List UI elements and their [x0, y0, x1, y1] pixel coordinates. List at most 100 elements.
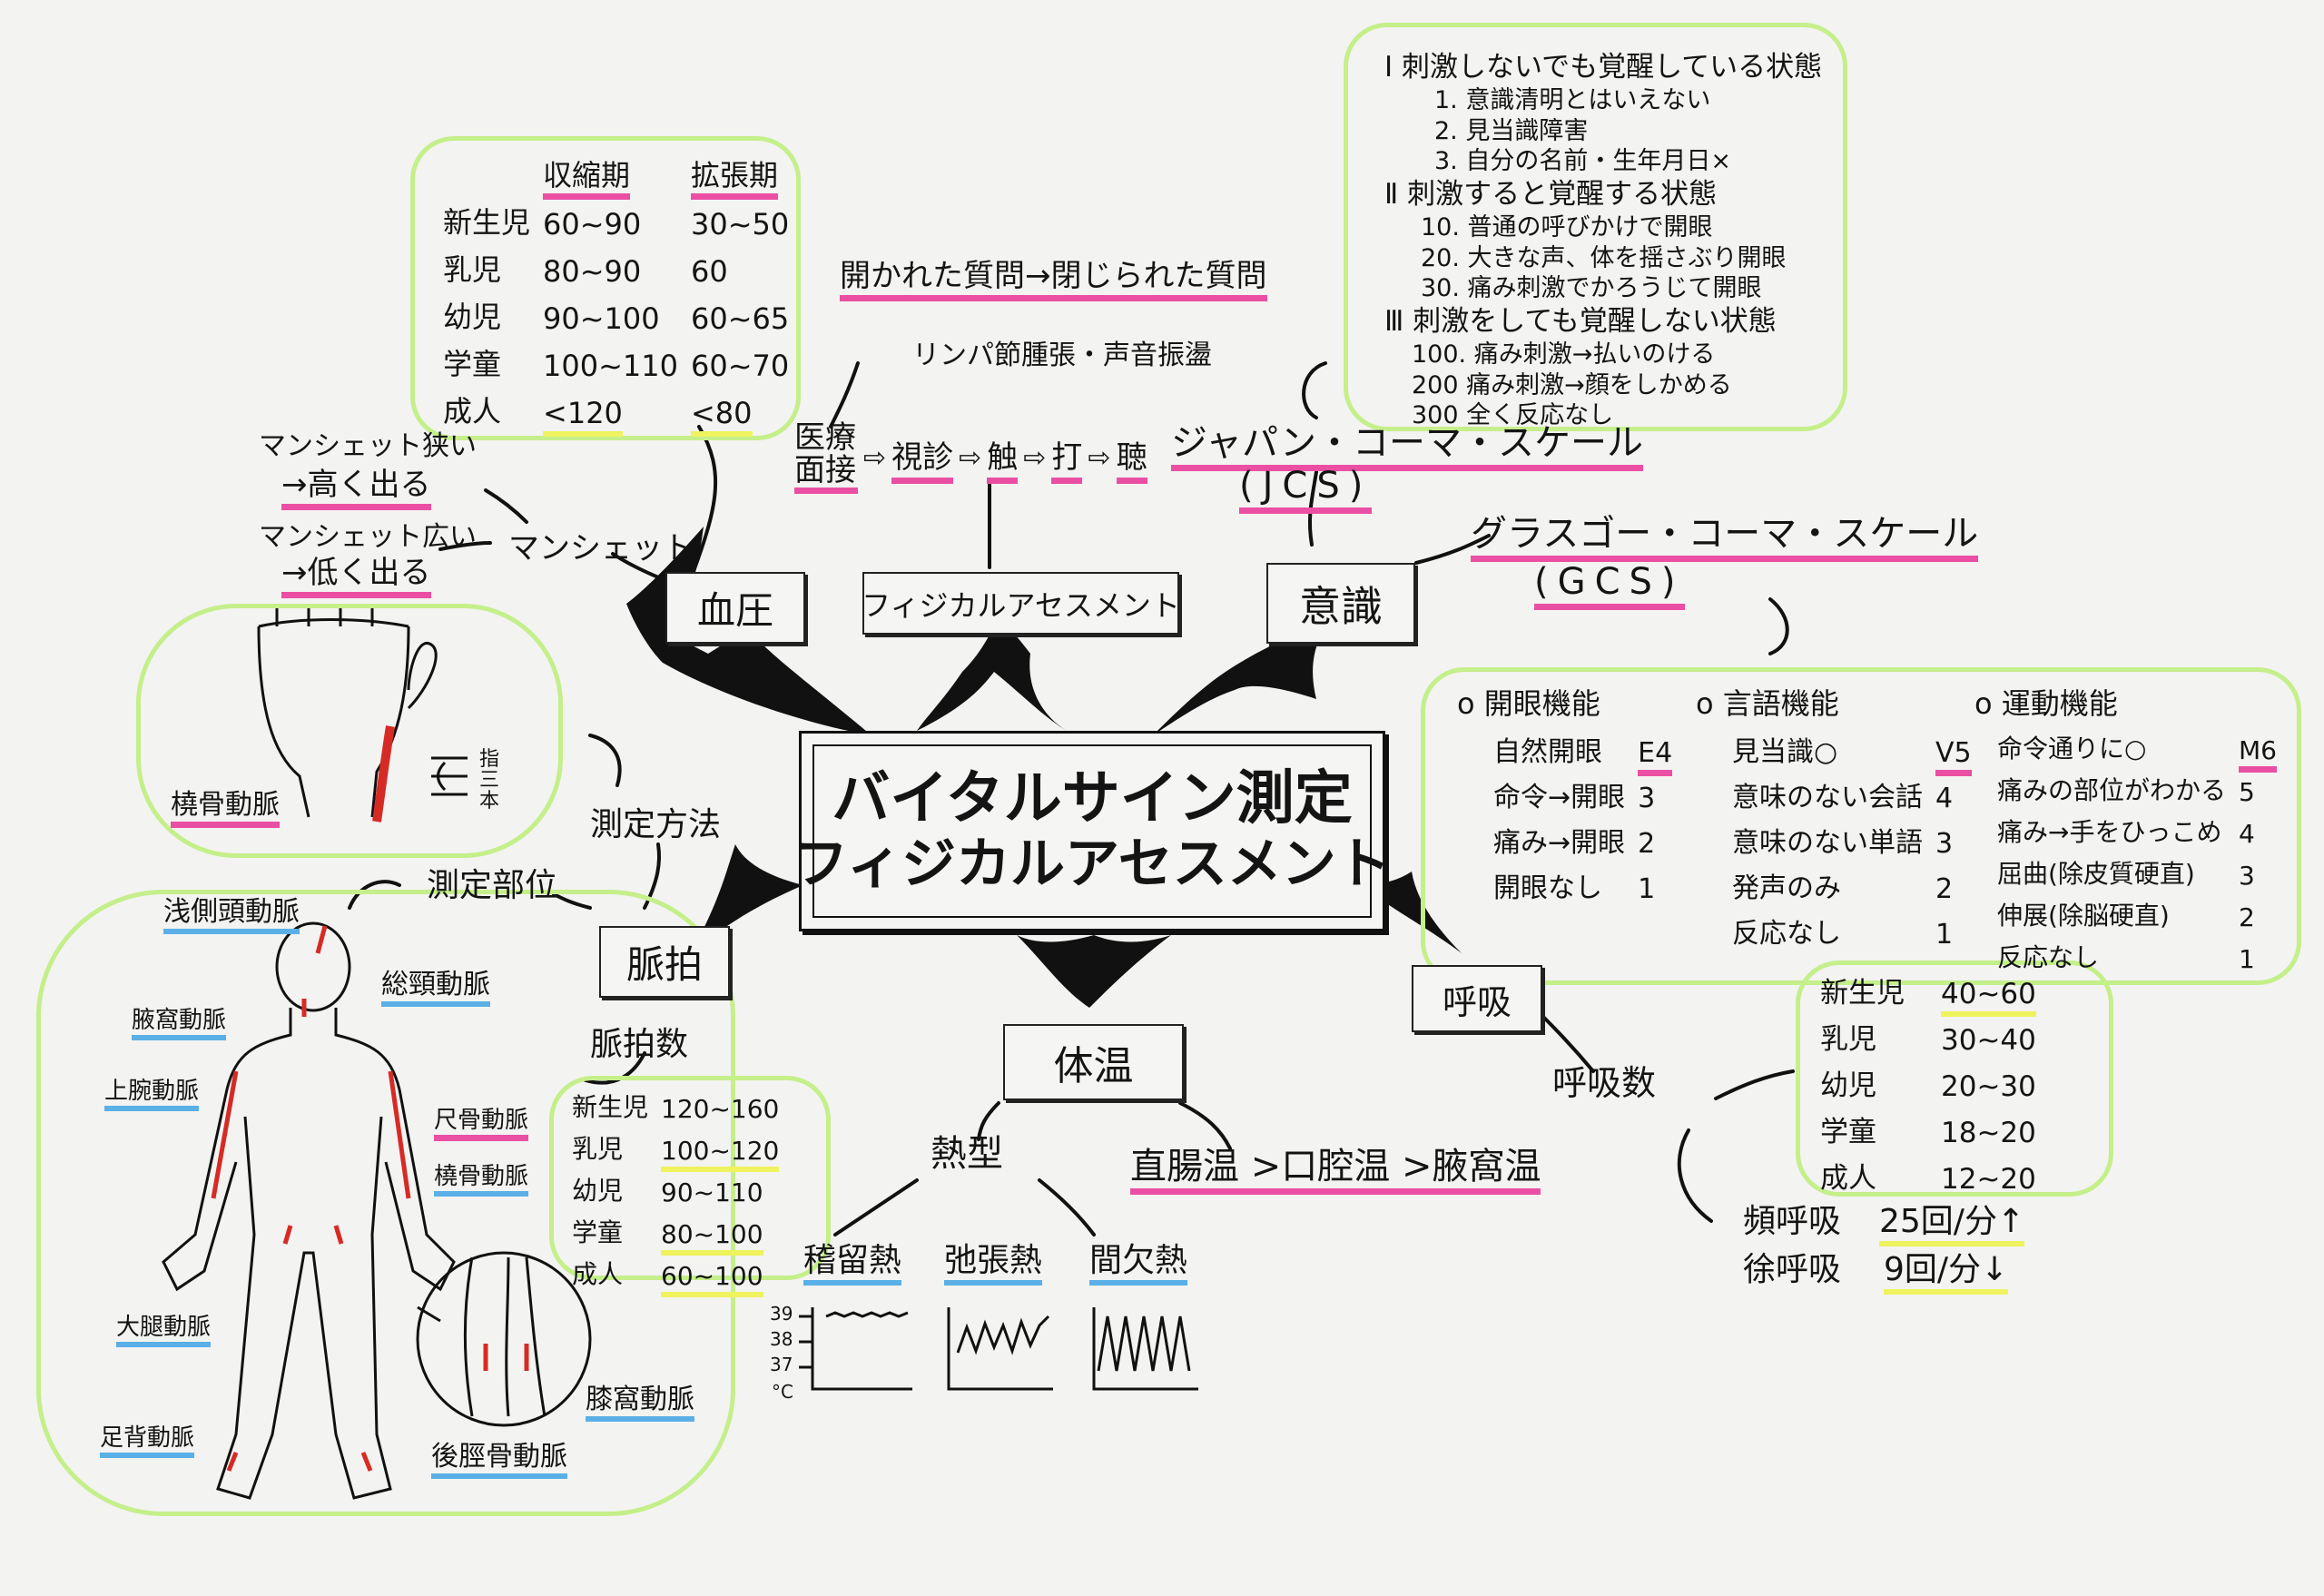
artery-brachial: 上腕動脈: [104, 1078, 200, 1111]
line-fever-left: [833, 1178, 919, 1236]
gcs-motor-score: 1: [2239, 944, 2255, 974]
resp-age: 幼児: [1820, 1069, 1876, 1102]
fever-graph-sustained: [825, 1311, 909, 1318]
gcs-verbal-title: o 言語機能: [1696, 686, 1839, 721]
table-row: 乳児 80~90 60: [443, 244, 802, 291]
gcs-motor-label: 痛み→手をひっこめ: [1997, 817, 2222, 847]
artery-temporal: 浅側頭動脈: [163, 896, 300, 934]
line-count-to-table: [1714, 1069, 1795, 1100]
bp-table-frame: [410, 136, 801, 440]
pulse-age: 幼児: [572, 1176, 624, 1206]
gcs-eye-score: 2: [1638, 828, 1656, 860]
line-count-to-tachy: [1677, 1128, 1713, 1223]
artery-radial: 橈骨動脈: [434, 1163, 529, 1197]
resp-age: 新生児: [1820, 977, 1905, 1010]
fever-graph-remittent: [956, 1315, 1050, 1355]
table-row: 幼児 20~30: [1820, 1059, 2049, 1106]
gcs-motor-title: o 運動機能: [1974, 686, 2118, 721]
arrow-icon: ⇨: [1023, 442, 1047, 475]
branch-respiration[interactable]: 呼吸: [1412, 965, 1542, 1032]
gcs-eye-title: o 開眼機能: [1457, 686, 1600, 721]
gcs-motor-label: 痛みの部位がわかる: [1997, 775, 2227, 805]
table-row: 命令通りに○ M6: [1997, 726, 2290, 773]
table-row: 命令→開眼 3: [1493, 772, 1685, 817]
jcs-level-1: Ⅰ 刺激しないでも覚醒している状態: [1384, 51, 1823, 84]
body-cloud-frame: [36, 890, 735, 1516]
gcs-verbal-score: 2: [1935, 873, 1954, 905]
gcs-eye-label: 自然開眼: [1493, 736, 1602, 768]
branch-physical-assessment[interactable]: フィジカルアセスメント: [862, 572, 1180, 635]
bp-age: 乳児: [443, 252, 502, 287]
line-steps-to-question: [829, 361, 860, 429]
pulse-site: 測定部位: [427, 867, 558, 904]
resp-table: 新生児 40~60 乳児 30~40 幼児 20~30 学童 18~20 成人 …: [1820, 967, 2049, 1198]
bp-diastolic: 30~50: [690, 207, 790, 241]
bp-table: 収縮期 拡張期 新生児 60~90 30~50 乳児 80~90 60 幼児 9…: [443, 150, 802, 437]
arrow-icon: ⇨: [863, 442, 887, 475]
table-row: 成人 <120 <80: [443, 386, 802, 437]
gcs-motor-code: M6: [2239, 735, 2277, 773]
line-fever-right: [1038, 1178, 1096, 1236]
hand-cloud-frame: [136, 604, 563, 858]
central-title-line2: フィジカルアセスメント: [793, 832, 1391, 896]
human-figure-drawing: [162, 921, 456, 1500]
line-bp-to-cuff: [611, 552, 669, 583]
bp-systolic: 90~100: [543, 301, 660, 336]
resp-age: 乳児: [1820, 1023, 1876, 1056]
table-row: 痛み→手をひっこめ 4: [1997, 810, 2290, 852]
artery-popliteal: 膝窩動脈: [586, 1384, 694, 1422]
cuff-narrow-line1: マンシェット狭い: [259, 430, 477, 462]
branch-temperature[interactable]: 体温: [1003, 1024, 1184, 1100]
fever-axis-37: 37: [770, 1354, 793, 1375]
resp-age: 学童: [1820, 1116, 1876, 1148]
fever-axis-38: 38: [770, 1328, 793, 1350]
line-resp-to-count: [1532, 1006, 1595, 1073]
table-row: 成人 12~20: [1820, 1152, 2049, 1198]
pulse-table-frame: [549, 1076, 831, 1280]
resp-count-label: 呼吸数: [1552, 1063, 1657, 1103]
bradypnea-label: 徐呼吸: [1743, 1251, 1842, 1288]
artery-marks: [211, 925, 411, 1472]
table-row: 学童 100~110 60~70: [443, 339, 802, 386]
resp-age: 成人: [1820, 1162, 1876, 1195]
branch-consciousness[interactable]: 意識: [1266, 563, 1415, 644]
gcs-motor-label: 屈曲(除皮質硬直): [1997, 859, 2195, 889]
gcs-eye-score: 1: [1638, 873, 1656, 905]
spike-consciousness: [1153, 617, 1334, 735]
table-row: 新生児 60~90 30~50: [443, 197, 802, 244]
fever-type-remittent: 弛張熱: [944, 1242, 1043, 1286]
fever-type-sustained: 稽留熱: [803, 1242, 902, 1286]
table-row: 意味のない会話 4: [1732, 772, 1984, 817]
spike-respiration: [1362, 872, 1462, 953]
gcs-verbal-score: 1: [1935, 919, 1954, 951]
branch-pulse[interactable]: 脈拍: [599, 926, 730, 998]
table-row: 学童 80~100: [572, 1210, 792, 1256]
resp-value: 20~30: [1941, 1070, 2036, 1103]
resp-value: 30~40: [1941, 1024, 2036, 1057]
gcs-motor-label: 命令通りに○: [1997, 734, 2147, 764]
gcs-motor-score: 4: [2239, 819, 2255, 849]
jcs-level-3: Ⅲ 刺激をしても覚醒しない状態: [1384, 305, 1777, 338]
artery-carotid: 総頸動脈: [381, 969, 490, 1007]
table-row: 成人 60~100: [572, 1252, 792, 1297]
hand-radial-artery-mark: [372, 725, 395, 823]
line-consciousness-jcs: [1307, 470, 1318, 547]
table-row: 開眼なし 1: [1493, 862, 1685, 908]
bp-systolic: 60~90: [543, 207, 642, 241]
step-inspection: 視診: [891, 432, 954, 485]
gcs-motor-label: 伸展(除脳硬直): [1997, 901, 2170, 931]
table-row: 反応なし 1: [1997, 935, 2290, 977]
pulse-count-label: 脈拍数: [590, 1026, 689, 1063]
branch-blood-pressure[interactable]: 血圧: [665, 572, 805, 644]
resp-value: 12~20: [1941, 1163, 2036, 1196]
cuff-label: マンシェット: [508, 530, 694, 566]
step-interview: 医療面接: [794, 421, 858, 495]
table-row: 発声のみ 2: [1732, 862, 1984, 908]
central-topic[interactable]: バイタルサイン測定 フィジカルアセスメント: [793, 731, 1391, 931]
pulse-table: 新生児 120~160 乳児 100~120 幼児 90~110 学童 80~1…: [572, 1085, 792, 1297]
jcs-item: 100. 痛み刺激→払いのける: [1412, 340, 1716, 369]
bp-age: 新生児: [443, 205, 531, 240]
table-row: 痛み→開眼 2: [1493, 817, 1685, 862]
arrow-icon: ⇨: [1088, 442, 1111, 475]
artery-posterior-tibial: 後脛骨動脈: [431, 1441, 567, 1479]
